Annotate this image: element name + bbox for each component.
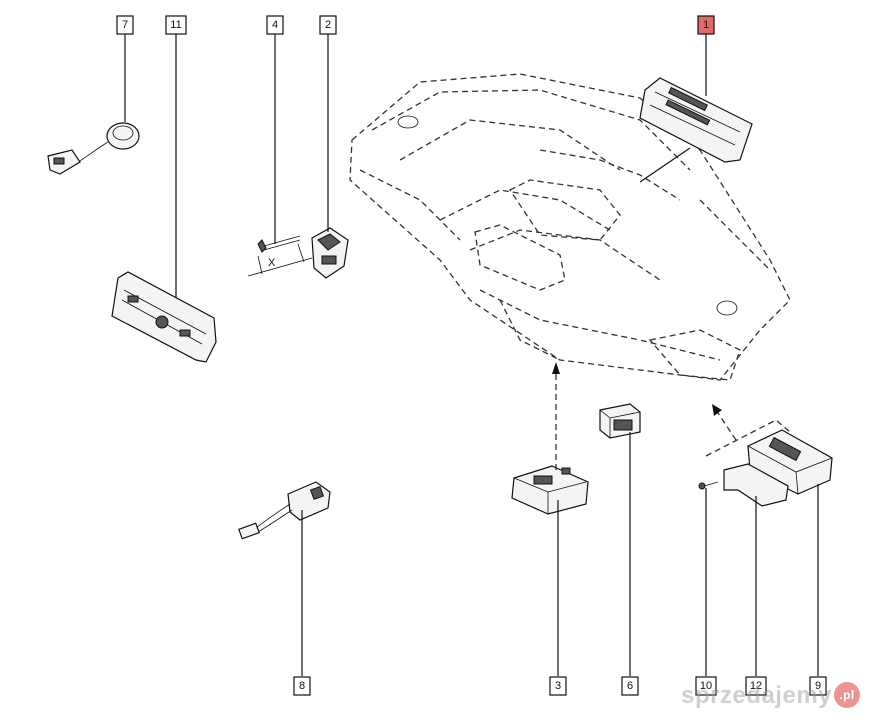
svg-text:9: 9 <box>815 680 821 692</box>
callout-2: 2 <box>319 15 337 35</box>
part-1-display-unit <box>639 77 753 183</box>
watermark: sprzedajemy.pl <box>681 682 860 710</box>
part-7-sensor <box>47 122 140 175</box>
svg-text:12: 12 <box>750 680 762 692</box>
leader-lines <box>124 34 819 676</box>
callout-7: 7 <box>116 15 134 35</box>
part-3-module <box>511 465 589 515</box>
svg-text:1: 1 <box>703 19 709 31</box>
callout-1: 1 <box>697 15 715 35</box>
assembly-dashed-lines <box>552 362 791 470</box>
part-4-screw: X <box>247 235 313 277</box>
callout-11: 11 <box>165 15 187 35</box>
svg-text:8: 8 <box>299 680 305 692</box>
callout-8: 8 <box>293 676 311 696</box>
part-10-screw <box>698 481 719 490</box>
part-6-switch <box>599 403 641 439</box>
svg-text:10: 10 <box>700 680 712 692</box>
dimension-x-label: X <box>268 257 276 269</box>
svg-text:11: 11 <box>170 19 181 31</box>
svg-text:4: 4 <box>272 19 278 31</box>
watermark-text: sprzedajemy <box>681 682 832 709</box>
svg-text:6: 6 <box>627 680 633 692</box>
svg-text:7: 7 <box>122 19 128 31</box>
part-12-bracket <box>723 463 789 507</box>
part-11-control-panel <box>111 271 217 363</box>
watermark-badge: .pl <box>834 682 860 708</box>
callout-9: 9 <box>809 676 827 696</box>
callout-4: 4 <box>266 15 284 35</box>
callout-10: 10 <box>695 676 717 696</box>
callout-6: 6 <box>621 676 639 696</box>
svg-text:2: 2 <box>325 19 331 31</box>
callout-3: 3 <box>549 676 567 696</box>
svg-text:3: 3 <box>555 680 561 692</box>
dashboard-outline <box>349 73 791 381</box>
part-8-wire-connector <box>238 481 331 540</box>
callout-12: 12 <box>745 676 767 696</box>
part-2-connector <box>311 227 349 279</box>
